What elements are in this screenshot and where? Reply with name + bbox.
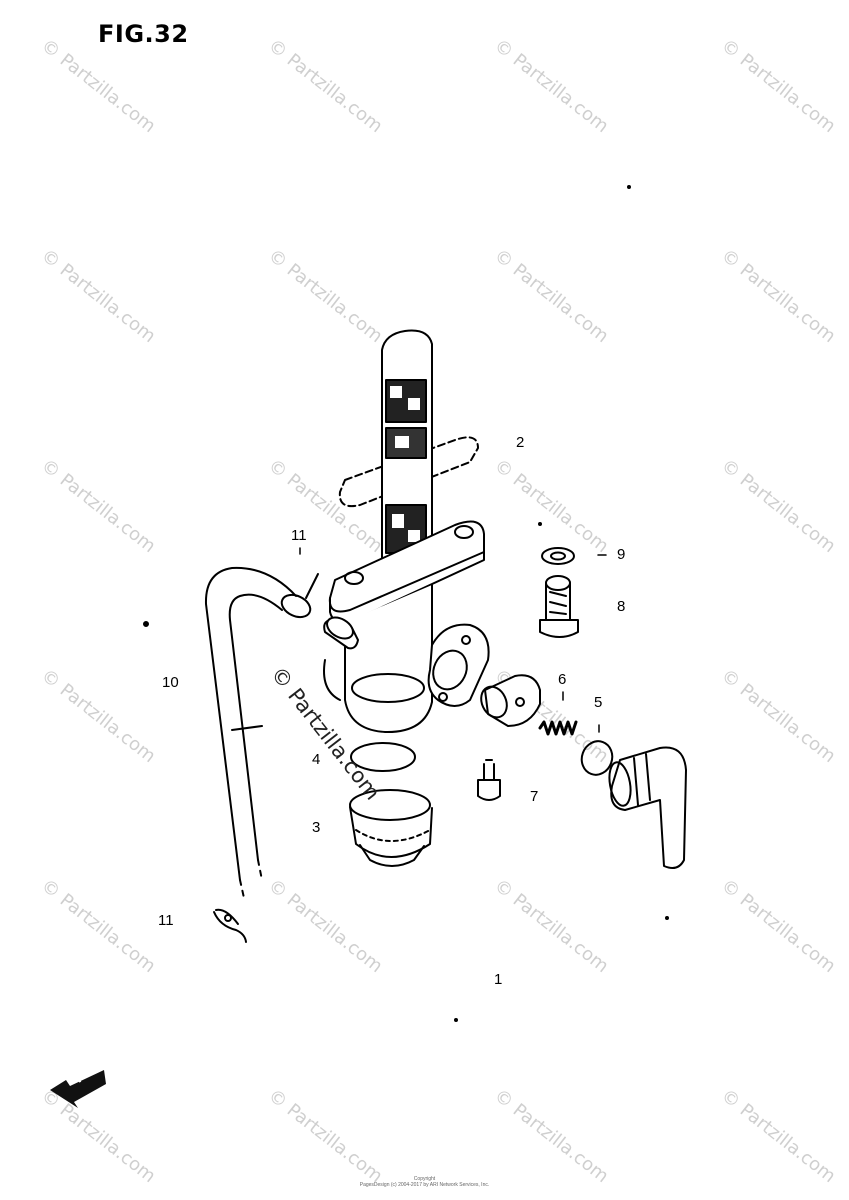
drain-screw-part-7 bbox=[477, 759, 501, 801]
hose-clamp-part-11 bbox=[213, 908, 247, 943]
callout-10: 10 bbox=[162, 674, 179, 691]
copyright-line-2: PagesDesign (c) 2004-2017 by ARI Network… bbox=[359, 1182, 490, 1188]
callout-2: 2 bbox=[516, 434, 525, 451]
callout-1: 1 bbox=[494, 971, 503, 988]
hose-clamp-part-11 bbox=[280, 573, 319, 619]
fuel-cup-part-3 bbox=[349, 789, 433, 867]
fuel-hose-part-10 bbox=[204, 566, 297, 899]
callout-5: 5 bbox=[594, 694, 603, 711]
washer-part-9 bbox=[541, 547, 575, 565]
callout-6: 6 bbox=[558, 671, 567, 688]
callout-3: 3 bbox=[312, 819, 321, 836]
screw-part-8 bbox=[539, 575, 579, 638]
copyright-line-1: Copyright bbox=[413, 1176, 436, 1182]
callout-4: 4 bbox=[312, 751, 321, 768]
callout-11-top: 11 bbox=[291, 527, 307, 544]
valve-lever bbox=[381, 329, 433, 561]
outlet-elbow bbox=[608, 746, 687, 869]
callout-11-bottom: 11 bbox=[158, 912, 174, 929]
callout-7: 7 bbox=[530, 788, 539, 805]
spring-part-6 bbox=[538, 720, 578, 736]
callout-8: 8 bbox=[617, 598, 626, 615]
valve-cam bbox=[480, 674, 541, 727]
seal-ring-part-5 bbox=[580, 740, 614, 776]
valve-body-part-1 bbox=[323, 584, 490, 734]
copyright-notice: Copyright PagesDesign (c) 2004-2017 by A… bbox=[0, 1176, 849, 1188]
fwd-arrow-icon bbox=[50, 1070, 106, 1108]
o-ring-part-4 bbox=[350, 742, 416, 772]
figure-title: FIG.32 bbox=[98, 20, 189, 48]
washer-hole bbox=[550, 551, 566, 561]
callout-9: 9 bbox=[617, 546, 626, 563]
